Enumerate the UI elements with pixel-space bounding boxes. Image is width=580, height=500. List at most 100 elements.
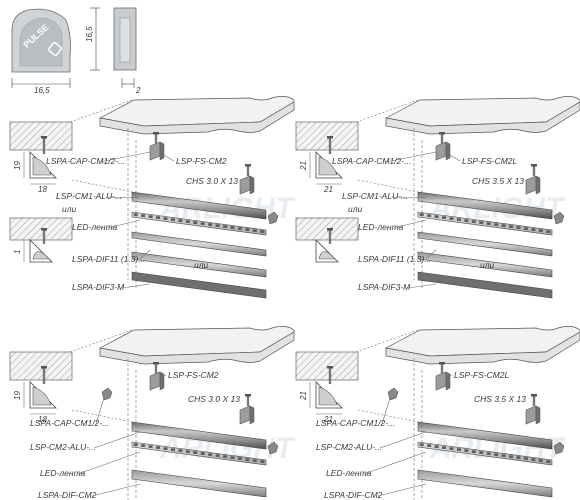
label-diffuser-2: LSPA-DIF3-M <box>358 282 411 292</box>
ceiling-slab-edge <box>385 101 580 135</box>
mounting-clip-icon <box>149 371 161 391</box>
dim-width-text: 16,5 <box>34 86 50 95</box>
label-led: LED-лента <box>326 468 372 478</box>
screw-icon <box>440 134 444 144</box>
led-chip-icon <box>486 452 491 455</box>
end-cap-icon <box>553 211 565 225</box>
diffuser-profile <box>131 469 267 498</box>
leader-line <box>407 283 437 289</box>
led-chip-icon <box>538 459 543 462</box>
end-cap-icon <box>387 387 399 401</box>
screw-head-icon <box>41 136 47 139</box>
screw-head-icon <box>245 164 251 167</box>
label-led: LED-лента <box>72 222 118 232</box>
profile-section-fill <box>32 386 52 406</box>
end-cap-icon <box>267 441 279 455</box>
led-chip-icon <box>427 444 432 447</box>
mounting-clip-side <box>249 405 255 425</box>
led-chip-icon <box>494 223 499 226</box>
led-chip-icon <box>501 224 506 227</box>
mounting-clip-icon <box>149 141 161 161</box>
led-chip-icon <box>449 217 454 220</box>
screw-icon <box>532 166 536 176</box>
led-chip-icon <box>237 457 242 460</box>
screw-icon <box>328 368 332 384</box>
label-end-cap: LSPA-CAP-CM1/2-... <box>46 156 125 166</box>
led-chip-icon <box>516 226 521 229</box>
dim-lower-text: 1 <box>13 250 22 254</box>
led-chip-icon <box>148 445 153 448</box>
screw-head-icon <box>153 362 159 365</box>
label-screw: CHS 3.5 X 13 <box>472 176 524 186</box>
mounting-clip-side <box>535 175 541 195</box>
label-led: LED-лента <box>40 468 86 478</box>
label-or: или <box>348 204 363 214</box>
led-chip-icon <box>170 448 175 451</box>
led-chip-icon <box>141 214 146 217</box>
screw-icon <box>154 364 158 374</box>
label-screw: CHS 3.5 X 13 <box>474 394 526 404</box>
dim-height-text: 21 <box>299 161 308 171</box>
led-chip-icon <box>215 224 220 227</box>
leader-line <box>121 283 151 289</box>
leader-line <box>69 99 133 123</box>
leader-line <box>161 153 175 162</box>
led-chip-icon <box>156 446 161 449</box>
label-or: или <box>62 204 77 214</box>
ceiling-slab <box>98 96 295 127</box>
leader-line <box>105 196 141 199</box>
label-screw: CHS 3.0 X 13 <box>188 394 240 404</box>
led-chip-icon <box>252 459 257 462</box>
led-chip-icon <box>546 460 551 463</box>
profile-section-outline <box>315 239 339 263</box>
led-chip-icon <box>260 460 265 463</box>
profile-section-fill <box>318 156 338 176</box>
leader-line <box>159 374 167 379</box>
mounting-clip-side <box>445 141 451 161</box>
profile-section-fill <box>32 251 50 260</box>
end-cap-icon <box>553 441 565 455</box>
led-chip-icon <box>479 221 484 224</box>
screw-head-icon <box>531 164 537 167</box>
led-chip-icon <box>538 229 543 232</box>
led-chip-icon <box>509 455 514 458</box>
label-or: или <box>480 260 495 270</box>
led-chip-icon <box>230 226 235 229</box>
screw-icon <box>42 138 46 154</box>
mounting-clip-icon <box>435 141 447 161</box>
led-chip-icon <box>215 454 220 457</box>
led-chip-icon <box>133 443 138 446</box>
label-profile: LSP-CM2-ALU-... <box>30 442 96 452</box>
label-diffuser: LSPA-DIF-CM2 <box>324 490 383 500</box>
ceiling-slab-edge <box>99 101 295 135</box>
mounting-clip-side <box>159 371 165 391</box>
leader-line <box>381 397 391 425</box>
led-chip-icon <box>471 220 476 223</box>
label-end-cap: LSPA-CAP-CM1/2-... <box>332 156 411 166</box>
leader-line <box>425 249 437 260</box>
led-chip-icon <box>464 219 469 222</box>
led-chip-icon <box>148 215 153 218</box>
led-chip-icon <box>486 222 491 225</box>
screw-head-icon <box>41 366 47 369</box>
leader-line <box>363 451 427 475</box>
led-chip-icon <box>185 450 190 453</box>
led-chip-icon <box>531 228 536 231</box>
label-mounting-clip: LSP-FS-CM2L <box>454 370 510 380</box>
leader-line <box>107 219 141 229</box>
mounting-clip-side <box>159 141 165 161</box>
end-cap-inner-face <box>19 17 63 67</box>
label-diffuser-2: LSPA-DIF3-M <box>72 282 125 292</box>
led-chip-icon <box>163 447 168 450</box>
label-diffuser: LSPA-DIF-CM2 <box>38 490 97 500</box>
label-screw: CHS 3.0 X 13 <box>186 176 238 186</box>
leader-line <box>99 151 151 163</box>
screw-head-icon <box>531 394 537 397</box>
leader-line <box>379 431 427 449</box>
led-chip-icon <box>141 444 146 447</box>
led-chip-icon <box>456 448 461 451</box>
label-diffuser-1: LSPA-DIF11 (1.3)... <box>72 254 145 264</box>
